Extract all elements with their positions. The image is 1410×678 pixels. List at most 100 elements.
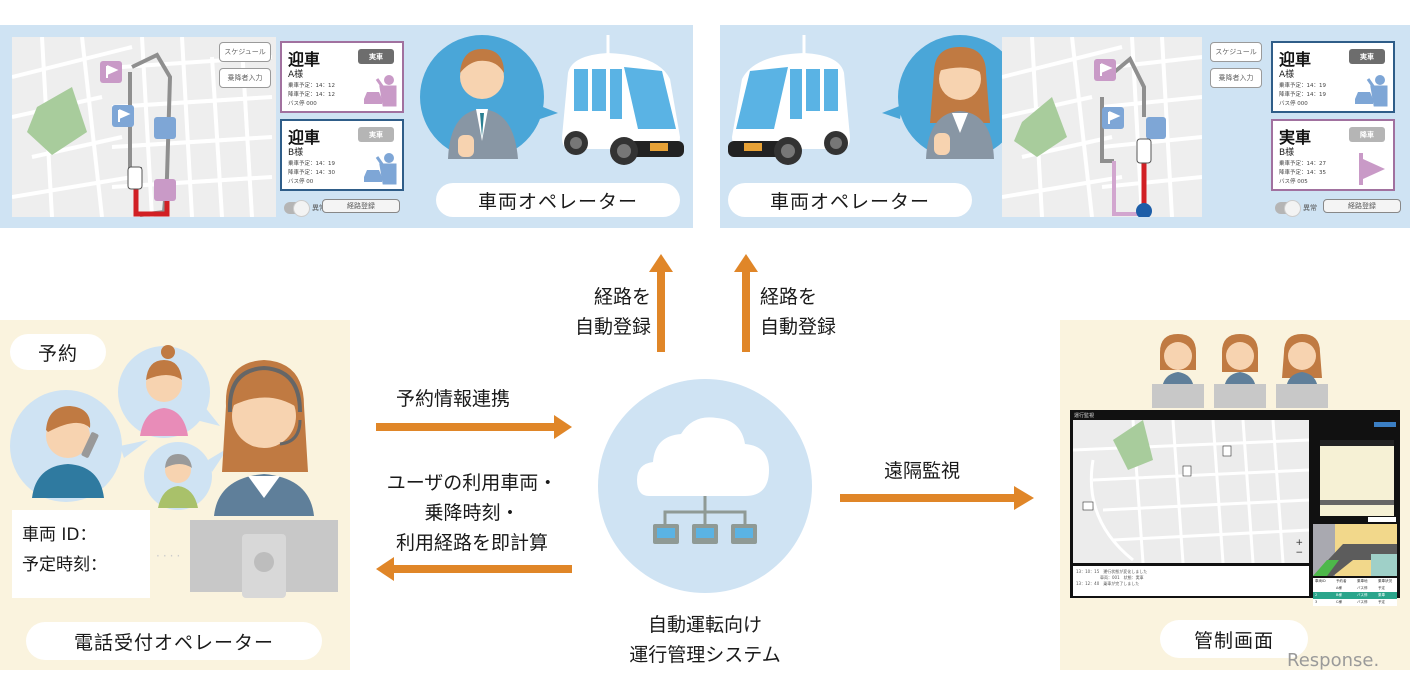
vehicle-panel-right: 車両オペレーター スケジュール 乗降者入力 迎車 A様 乗車予定：14：19 降…	[720, 25, 1410, 228]
cloud-network-icon	[598, 379, 812, 593]
remote-monitor-label: 遠隔監視	[884, 460, 961, 482]
route-register-button[interactable]: 経路登録	[322, 199, 400, 213]
control-operator-2	[1214, 334, 1266, 408]
ride-card-b[interactable]: 迎車 B様 乗車予定：14：19 降車予定：14：30 バス停 00 実車	[280, 119, 404, 191]
control-sidebar: 車両ID 予約者 乗車地 乗車状況 A様 バス停 予定 2 B様 バス停 乗車 …	[1312, 420, 1398, 606]
ride-status-badge[interactable]: 実車	[358, 49, 394, 64]
female-operator-illustration	[882, 35, 1022, 159]
monitor-logo	[254, 552, 274, 572]
pickup-marker-pink	[154, 179, 176, 201]
vehicle-operator-label-left: 車両オペレーター	[436, 183, 680, 217]
passenger-name: B様	[288, 148, 304, 158]
camera-scene	[1313, 524, 1397, 576]
passenger-name: A様	[288, 70, 304, 80]
vehicle-marker	[1182, 465, 1192, 477]
instant-calc-label: ユーザの利用車両・ 乗降時刻・ 利用経路を即計算	[386, 472, 558, 554]
control-operators-illustration	[1152, 334, 1328, 408]
ride-status-title: 迎車	[288, 50, 321, 69]
bus-stop: バス停 005	[1279, 179, 1308, 185]
arrow-up-right-head	[734, 254, 758, 272]
anomaly-toggle[interactable]	[284, 200, 310, 217]
bus-stop: バス停 00	[288, 179, 314, 185]
reservation-link-label: 予約情報連携	[396, 388, 511, 410]
reservation-bubble: 予約	[10, 334, 106, 370]
route-gray	[1104, 55, 1146, 117]
park-area	[1113, 420, 1153, 470]
arrow-right-reservation-shaft	[376, 423, 556, 431]
passenger-name: B様	[1279, 148, 1295, 158]
ride-status-badge[interactable]: 降車	[1349, 127, 1385, 142]
connector-dots: ····	[156, 549, 184, 563]
passenger-input-button[interactable]: 乗降者入力	[1210, 68, 1262, 88]
zoom-in-button[interactable]: +	[1295, 538, 1303, 548]
ride-status-title: 迎車	[1279, 50, 1312, 69]
arrow-up-left-shaft	[657, 270, 665, 352]
arrow-left-calc-shaft	[392, 565, 572, 573]
table-row[interactable]: 2 B様 バス停 乗車	[1313, 592, 1397, 599]
pickup-marker-blue	[154, 117, 176, 139]
vehicle-schedule-list[interactable]	[1320, 440, 1394, 516]
control-screen-title: 運行監視	[1074, 413, 1095, 419]
vehicle-id-field: 車両 ID：	[22, 525, 97, 545]
zoom-out-button[interactable]: −	[1295, 548, 1303, 558]
ride-card-a[interactable]: 迎車 A様 乗車予定：14：12 降車予定：14：12 バス停 000 実車	[280, 41, 404, 113]
schedule-button[interactable]: スケジュール	[219, 42, 271, 62]
map-streets	[12, 37, 273, 217]
control-map-streets	[1073, 420, 1309, 563]
vehicle-marker	[1082, 501, 1094, 511]
system-caption: 自動運転向け 運行管理システム	[629, 614, 781, 666]
schedule-button[interactable]: スケジュール	[1210, 42, 1262, 62]
arrow-up-right-shaft	[742, 270, 750, 352]
control-screen: 運行監視 + − 13：10：15 運行状態が変化しました 車両：001 状態：…	[1070, 410, 1400, 606]
dropoff-time: 降車予定：14：35	[1279, 170, 1326, 176]
reservation-info-box: 車両 ID： 予定時刻：	[12, 510, 150, 598]
destination-dot	[1136, 203, 1152, 217]
vehicle-map-right	[1002, 37, 1202, 217]
ride-card-b[interactable]: 実車 B様 乗車予定：14：27 降車予定：14：35 バス停 005 降車	[1271, 119, 1395, 191]
control-action-button[interactable]	[1374, 422, 1396, 427]
dropoff-time: 降車予定：14：19	[1279, 92, 1326, 98]
vehicle-marker	[1222, 445, 1232, 457]
arrow-right-monitor-head	[1014, 486, 1034, 510]
ride-status-badge[interactable]: 実車	[358, 127, 394, 142]
pickup-person-car-icon	[1355, 75, 1388, 107]
arrow-left-calc-head	[376, 557, 394, 581]
park-area	[1014, 97, 1067, 157]
phone-operator-panel: 予約 車両 ID： 予定時刻： ···· 電話受付オペ	[0, 320, 350, 670]
control-log: 13：10：15 運行状態が変化しました 車両：001 状態：実車 13：12：…	[1073, 566, 1309, 596]
phone-operator-label: 電話受付オペレーター	[26, 622, 322, 660]
vehicle-panel-left: スケジュール 乗降者入力 迎車 A様 乗車予定：14：12 降車予定：14：12…	[0, 25, 693, 228]
scheduled-time-field: 予定時刻：	[22, 555, 107, 575]
ride-status-title: 実車	[1279, 128, 1312, 147]
route-register-button[interactable]: 経路登録	[1323, 199, 1401, 213]
anomaly-toggle-label: 異常	[312, 204, 326, 212]
route-red	[133, 187, 170, 217]
customers-and-operator-illustration	[10, 345, 314, 516]
pickup-time: 乗車予定：14：19	[288, 161, 335, 167]
table-row[interactable]: 3 C様 バス停 予定	[1315, 600, 1385, 604]
passenger-input-button[interactable]: 乗降者入力	[219, 68, 271, 88]
ride-status-badge[interactable]: 実車	[1349, 49, 1385, 64]
camera-select[interactable]	[1368, 517, 1396, 522]
vehicle-operator-label-right: 車両オペレーター	[728, 183, 972, 217]
pickup-time: 乗車予定：14：27	[1279, 161, 1326, 167]
park-area	[27, 87, 87, 155]
table-row[interactable]: A様 バス停 予定	[1336, 586, 1385, 590]
dropoff-time: 降車予定：14：30	[288, 170, 335, 176]
destination-flag-icon	[1359, 153, 1385, 185]
control-operator-3	[1276, 334, 1328, 408]
ride-card-a[interactable]: 迎車 A様 乗車予定：14：19 降車予定：14：19 バス停 000 実車	[1271, 41, 1395, 113]
arrow-right-reservation-head	[554, 415, 572, 439]
pickup-person-car-icon	[364, 75, 397, 107]
anomaly-toggle[interactable]	[1275, 200, 1301, 217]
vehicle-icon	[1136, 138, 1152, 164]
control-operator-1	[1152, 334, 1204, 408]
control-map[interactable]: + −	[1073, 420, 1309, 563]
arrow-up-left-head	[649, 254, 673, 272]
pickup-marker-blue	[1146, 117, 1166, 139]
vehicle-map-left	[12, 37, 276, 217]
control-screen-label: 管制画面	[1160, 620, 1308, 658]
vehicle-camera-view	[1313, 524, 1397, 576]
autonomous-bus-illustration	[728, 35, 850, 165]
arrow-right-monitor-shaft	[840, 494, 1016, 502]
